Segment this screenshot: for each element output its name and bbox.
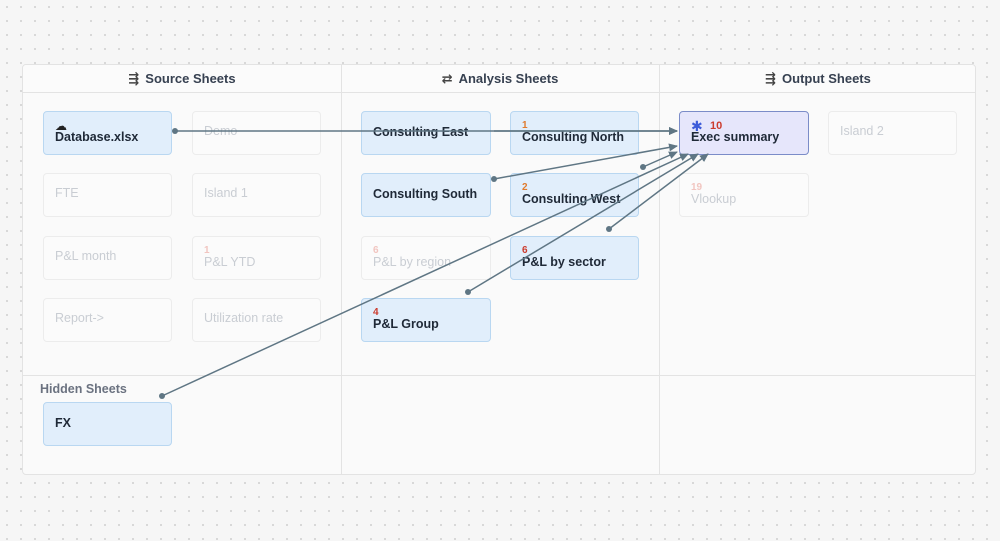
column-header-analysis: ⇄ Analysis Sheets xyxy=(341,65,659,93)
column-header-source: ⇶ Source Sheets xyxy=(23,65,341,93)
sheet-card-utilization-rate[interactable]: Utilization rate xyxy=(192,298,321,342)
sheet-label: Consulting East xyxy=(373,125,469,139)
column-header-output: ⇶ Output Sheets xyxy=(659,65,975,93)
output-sheets-icon: ⇶ xyxy=(765,71,777,86)
sheet-label: Database.xlsx xyxy=(55,130,139,144)
hidden-section-divider xyxy=(23,375,975,376)
sheet-card-consulting-east[interactable]: Consulting East xyxy=(361,111,491,155)
asterisk-icon: ✱ xyxy=(691,118,703,134)
sheet-label: Island 2 xyxy=(840,124,884,138)
sheet-label: P&L month xyxy=(55,249,117,263)
usage-count-badge: 10 xyxy=(710,120,723,132)
sheet-board: ⇶ Source Sheets ⇄ Analysis Sheets ⇶ Output … xyxy=(22,64,976,475)
source-sheets-icon: ⇶ xyxy=(128,71,140,86)
sheet-card-vlookup[interactable]: 19 Vlookup xyxy=(679,173,809,217)
usage-count-badge: 1 xyxy=(522,120,528,131)
sheet-label: P&L YTD xyxy=(204,255,256,269)
sheet-card-pl-month[interactable]: P&L month xyxy=(43,236,172,280)
sheet-label: Consulting North xyxy=(522,130,625,144)
sheet-label: Report-> xyxy=(55,311,104,325)
column-title: Source Sheets xyxy=(145,71,236,86)
sheet-card-pl-ytd[interactable]: 1 P&L YTD xyxy=(192,236,321,280)
sheet-card-pl-by-region[interactable]: 6 P&L by region xyxy=(361,236,491,280)
column-divider xyxy=(341,65,342,474)
sheet-label: Consulting West xyxy=(522,192,621,206)
sheet-card-island-1[interactable]: Island 1 xyxy=(192,173,321,217)
sheet-label: FX xyxy=(55,416,71,430)
sheet-card-demo[interactable]: Demo xyxy=(192,111,321,155)
sheet-label: P&L by sector xyxy=(522,255,606,269)
sheet-card-pl-group[interactable]: 4 P&L Group xyxy=(361,298,491,342)
sheet-label: Consulting South xyxy=(373,187,478,201)
sheet-label: P&L Group xyxy=(373,317,439,331)
cloud-icon: ☁ xyxy=(55,119,67,133)
sheet-card-fte[interactable]: FTE xyxy=(43,173,172,217)
sheet-card-consulting-south[interactable]: Consulting South xyxy=(361,173,491,217)
column-divider xyxy=(659,65,660,474)
sheet-card-database[interactable]: ☁ Database.xlsx xyxy=(43,111,172,155)
sheet-label: FTE xyxy=(55,186,79,200)
column-title: Output Sheets xyxy=(782,71,871,86)
sheet-label: Vlookup xyxy=(691,192,737,206)
sheet-label: P&L by region xyxy=(373,255,452,269)
sheet-card-consulting-north[interactable]: 1 Consulting North xyxy=(510,111,639,155)
sheet-label: Exec summary xyxy=(691,130,780,144)
sheet-label: Demo xyxy=(204,124,238,138)
sheet-card-report[interactable]: Report-> xyxy=(43,298,172,342)
sheet-card-pl-by-sector[interactable]: 6 P&L by sector xyxy=(510,236,639,280)
sheet-card-island-2[interactable]: Island 2 xyxy=(828,111,957,155)
column-title: Analysis Sheets xyxy=(458,71,559,86)
sheet-card-consulting-west[interactable]: 2 Consulting West xyxy=(510,173,639,217)
sheet-label: Utilization rate xyxy=(204,311,284,325)
sheet-label: Island 1 xyxy=(204,186,248,200)
hidden-sheets-label: Hidden Sheets xyxy=(40,382,127,396)
sheet-card-exec-summary[interactable]: ✱ 10 Exec summary xyxy=(679,111,809,155)
analysis-sheets-icon: ⇄ xyxy=(441,71,453,86)
sheet-card-fx[interactable]: FX xyxy=(43,402,172,446)
